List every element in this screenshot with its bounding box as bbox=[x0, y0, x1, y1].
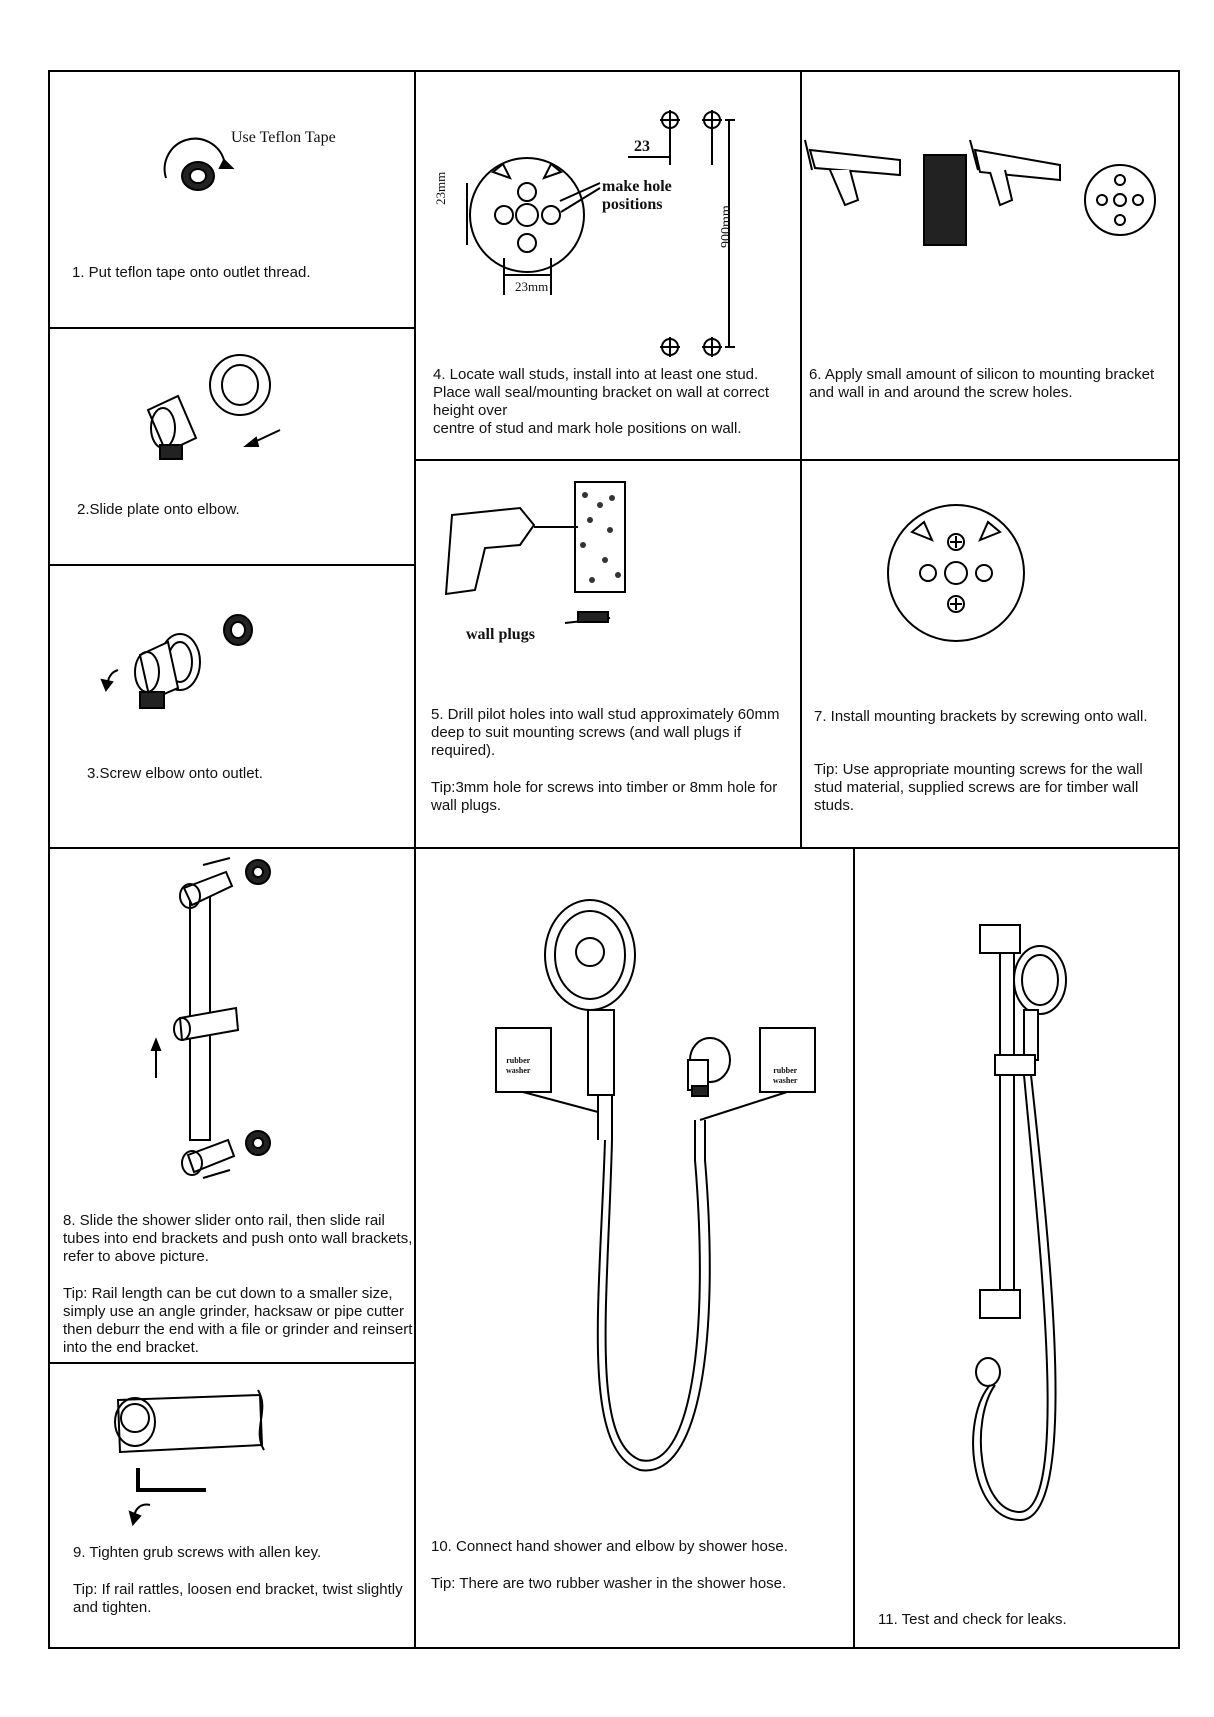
step-1-text: 1. Put teflon tape onto outlet thread. bbox=[72, 264, 311, 281]
outlet-fitting-icon bbox=[163, 137, 235, 191]
teflon-tape-label: Use Teflon Tape bbox=[231, 129, 336, 146]
rubber-washer-label-left: rubber washer bbox=[506, 1056, 531, 1075]
step-8-tip: Tip: Rail length can be cut down to a sm… bbox=[63, 1285, 413, 1356]
step-10-text: 10. Connect hand shower and elbow by sho… bbox=[431, 1538, 788, 1555]
step-9-tip: Tip: If rail rattles, loosen end bracket… bbox=[73, 1581, 403, 1616]
step-10-tip: Tip: There are two rubber washer in the … bbox=[431, 1575, 787, 1592]
rail-assembly-icon bbox=[150, 857, 271, 1179]
silicon-gun-icon bbox=[804, 139, 1156, 246]
step-8-text: 8. Slide the shower slider onto rail, th… bbox=[63, 1212, 413, 1265]
elbow-and-plate-icon bbox=[146, 354, 281, 460]
step-5-text: 5. Drill pilot holes into wall stud appr… bbox=[431, 706, 780, 759]
step-3-text: 3.Screw elbow onto outlet. bbox=[87, 765, 263, 782]
allen-key-icon bbox=[114, 1389, 265, 1527]
dim-23-bottom: 23mm bbox=[515, 279, 549, 294]
step-9-text: 9. Tighten grub screws with allen key. bbox=[73, 1544, 322, 1561]
step-7-text: 7. Install mounting brackets by screwing… bbox=[814, 708, 1148, 725]
step-4-text: 4. Locate wall studs, install into at le… bbox=[433, 366, 769, 437]
step-11-text: 11. Test and check for leaks. bbox=[878, 1611, 1067, 1628]
dim-23-top: 23 bbox=[634, 138, 650, 155]
dim-23-left: 23mm bbox=[433, 171, 448, 205]
hand-shower-and-hose-icon bbox=[495, 899, 816, 1472]
wall-plugs-label: wall plugs bbox=[466, 626, 535, 643]
step-6-text: 6. Apply small amount of silicon to moun… bbox=[809, 366, 1155, 401]
elbow-on-outlet-icon bbox=[100, 614, 253, 709]
stud-marks-diagram bbox=[628, 110, 735, 357]
drill-icon bbox=[444, 481, 626, 624]
step-5-tip: Tip:3mm hole for screws into timber or 8… bbox=[431, 779, 778, 814]
step-7-tip: Tip: Use appropriate mounting screws for… bbox=[814, 761, 1143, 814]
rubber-washer-label-right: rubber washer bbox=[773, 1066, 798, 1085]
completed-shower-rail-icon bbox=[972, 924, 1067, 1522]
step-2-text: 2.Slide plate onto elbow. bbox=[77, 501, 240, 518]
mounting-bracket-icon bbox=[887, 504, 1025, 642]
grid-lines bbox=[48, 70, 1180, 1649]
bracket-hole-diagram bbox=[466, 157, 601, 295]
make-hole-label: make hole positions bbox=[602, 178, 672, 213]
dim-900: 900mm bbox=[719, 205, 734, 248]
